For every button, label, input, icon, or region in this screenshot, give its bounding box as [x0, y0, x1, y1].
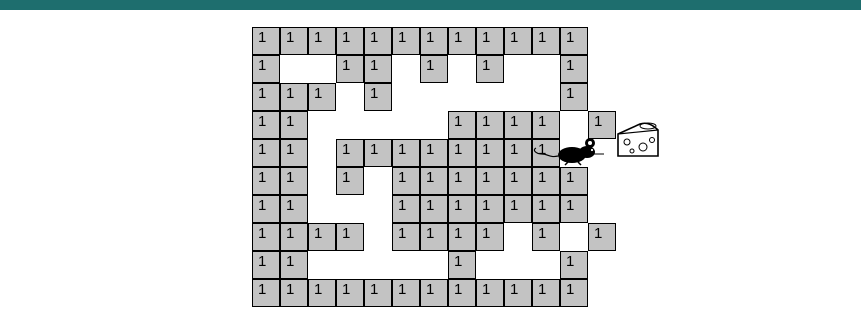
maze-cell: 1	[504, 139, 532, 167]
maze-cell: 1	[392, 27, 420, 55]
maze-cell: 1	[448, 27, 476, 55]
maze-cell: 1	[392, 223, 420, 251]
maze-cell: 1	[364, 279, 392, 307]
maze-cell: 1	[420, 55, 448, 83]
maze-cell: 1	[280, 111, 308, 139]
maze-cell: 1	[308, 27, 336, 55]
maze-cell: 1	[252, 223, 280, 251]
maze-cell: 1	[448, 139, 476, 167]
maze-cell: 1	[252, 139, 280, 167]
maze-cell: 1	[420, 167, 448, 195]
maze-cell: 1	[280, 223, 308, 251]
maze-cell: 1	[336, 279, 364, 307]
maze-cell: 1	[560, 27, 588, 55]
maze-cell: 1	[476, 27, 504, 55]
maze-cell: 1	[364, 55, 392, 83]
maze-cell: 1	[448, 279, 476, 307]
maze-cell: 1	[560, 167, 588, 195]
maze-cell: 1	[392, 195, 420, 223]
maze-cell: 1	[336, 55, 364, 83]
maze-cell: 1	[532, 223, 560, 251]
maze-cell: 1	[308, 83, 336, 111]
maze-cell: 1	[504, 111, 532, 139]
maze-cell: 1	[420, 279, 448, 307]
maze-cell: 1	[420, 27, 448, 55]
maze-cell: 1	[476, 167, 504, 195]
maze-cell: 1	[560, 55, 588, 83]
maze-cell: 1	[560, 83, 588, 111]
maze-cell: 1	[336, 27, 364, 55]
maze-cell: 1	[280, 251, 308, 279]
maze-cell: 1	[280, 167, 308, 195]
maze-cell: 1	[532, 195, 560, 223]
maze-cell: 1	[532, 279, 560, 307]
maze-cell: 1	[252, 83, 280, 111]
maze-cell: 1	[476, 279, 504, 307]
maze-cell: 1	[476, 111, 504, 139]
maze-cell: 1	[280, 83, 308, 111]
maze-cell: 1	[364, 27, 392, 55]
maze-cell: 1	[532, 167, 560, 195]
maze-cell: 1	[504, 279, 532, 307]
maze-cell: 1	[336, 139, 364, 167]
maze-cell: 1	[392, 279, 420, 307]
maze-cell: 1	[336, 223, 364, 251]
maze-cell: 1	[252, 111, 280, 139]
maze-cell: 1	[308, 223, 336, 251]
maze-cell: 1	[252, 167, 280, 195]
maze-cell: 1	[336, 167, 364, 195]
maze-cell: 1	[280, 27, 308, 55]
mouse-icon	[530, 130, 610, 166]
maze-cell: 1	[364, 83, 392, 111]
maze-cell: 1	[252, 251, 280, 279]
maze-cell: 1	[448, 111, 476, 139]
maze-cell: 1	[420, 223, 448, 251]
maze-cell: 1	[392, 167, 420, 195]
maze-cell: 1	[476, 139, 504, 167]
maze-cell: 1	[448, 223, 476, 251]
maze-cell: 1	[308, 279, 336, 307]
maze-cell: 1	[252, 279, 280, 307]
maze-cell: 1	[504, 195, 532, 223]
maze-cell: 1	[420, 195, 448, 223]
maze-cell: 1	[448, 251, 476, 279]
maze-cell: 1	[560, 251, 588, 279]
maze-cell: 1	[476, 223, 504, 251]
maze-cell: 1	[560, 195, 588, 223]
maze-cell: 1	[532, 27, 560, 55]
maze-cell: 1	[364, 139, 392, 167]
cheese-icon	[612, 118, 664, 162]
maze-cell: 1	[280, 195, 308, 223]
maze-cell: 1	[420, 139, 448, 167]
maze-cell: 1	[476, 55, 504, 83]
maze-cell: 1	[448, 167, 476, 195]
maze-cell: 1	[476, 195, 504, 223]
maze-cell: 1	[280, 139, 308, 167]
maze-cell: 1	[448, 195, 476, 223]
maze-cell: 1	[588, 223, 616, 251]
maze-cell: 1	[252, 195, 280, 223]
maze-cell: 1	[560, 279, 588, 307]
maze-cell: 1	[504, 27, 532, 55]
maze-cell: 1	[280, 279, 308, 307]
maze-cell: 1	[252, 55, 280, 83]
maze-cell: 1	[504, 167, 532, 195]
maze-cell: 1	[392, 139, 420, 167]
maze-cell: 1	[252, 27, 280, 55]
